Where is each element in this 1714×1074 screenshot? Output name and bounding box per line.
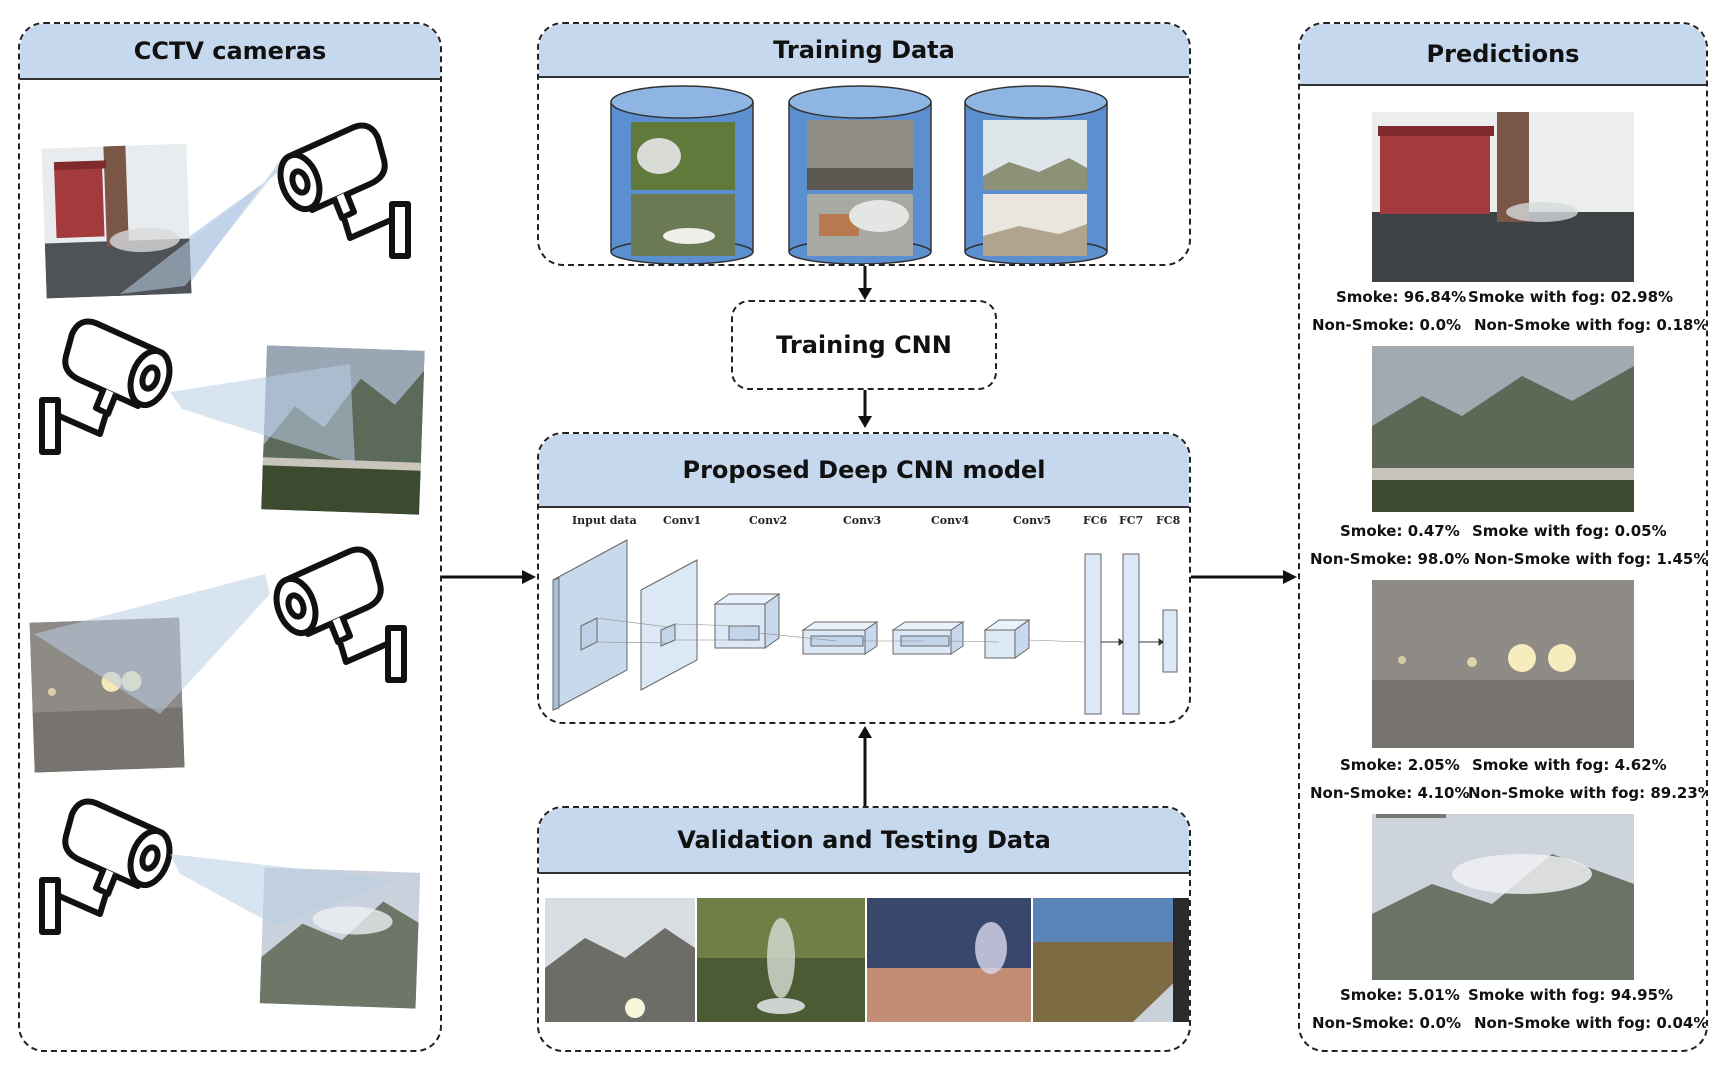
arrow-cctv-to-model [442, 570, 536, 584]
cctv-image-fog-car [29, 617, 185, 773]
training-data-panel: Training Data [537, 22, 1191, 266]
prediction-1-non-smoke-fog: Non-Smoke with fog: 0.18% [1474, 316, 1708, 334]
prediction-3-smoke: Smoke: 2.05% [1340, 756, 1460, 774]
prediction-2-non-smoke: Non-Smoke: 98.0% [1310, 550, 1470, 568]
cctv-image-smoke-mountain [259, 867, 421, 1009]
predictions-panel: Predictions Smoke: 96.84% Smoke with fog… [1298, 22, 1708, 1052]
prediction-3-non-smoke: Non-Smoke: 4.10% [1310, 784, 1470, 802]
validation-title: Validation and Testing Data [539, 808, 1189, 874]
prediction-image-2 [1372, 346, 1634, 512]
cnn-model-panel: Proposed Deep CNN model Input data Conv1… [537, 432, 1191, 724]
layer-label-conv4: Conv4 [931, 514, 970, 527]
training-data-title: Training Data [539, 24, 1189, 78]
training-cnn-box: Training CNN [731, 300, 997, 390]
arrow-validation-to-model [858, 726, 872, 806]
prediction-2-smoke-fog: Smoke with fog: 0.05% [1472, 522, 1667, 540]
cctv-camera-icon-1 [277, 122, 411, 259]
cctv-panel: CCTV cameras [18, 22, 442, 1052]
prediction-4-smoke: Smoke: 5.01% [1340, 986, 1460, 1004]
predictions-title: Predictions [1300, 24, 1706, 86]
prediction-2-non-smoke-fog: Non-Smoke with fog: 1.45% [1474, 550, 1708, 568]
data-cylinder-3 [964, 85, 1108, 264]
layer-label-conv3: Conv3 [843, 514, 882, 527]
validation-image-2 [697, 898, 865, 1022]
prediction-3-non-smoke-fog: Non-Smoke with fog: 89.23% [1468, 784, 1708, 802]
prediction-image-4 [1372, 814, 1634, 980]
layer-label-conv2: Conv2 [749, 514, 788, 527]
training-cnn-label: Training CNN [776, 331, 952, 359]
data-cylinder-1 [610, 85, 754, 264]
validation-image-4 [1033, 898, 1189, 1022]
cctv-camera-icon-2 [39, 318, 173, 455]
cctv-camera-icon-3 [273, 546, 407, 683]
prediction-image-3 [1372, 580, 1634, 748]
prediction-2-smoke: Smoke: 0.47% [1340, 522, 1460, 540]
cctv-panel-title: CCTV cameras [20, 24, 440, 80]
cctv-image-mountains [261, 345, 425, 515]
arrow-training-to-model [858, 390, 872, 428]
cnn-architecture-diagram [552, 539, 1178, 715]
layer-label-conv1: Conv1 [663, 514, 702, 527]
prediction-1-non-smoke: Non-Smoke: 0.0% [1312, 316, 1462, 334]
validation-image-1 [545, 898, 695, 1022]
prediction-4-smoke-fog: Smoke with fog: 94.95% [1468, 986, 1674, 1004]
validation-image-3 [867, 898, 1031, 1022]
validation-panel: Validation and Testing Data [537, 806, 1191, 1052]
prediction-1-smoke-fog: Smoke with fog: 02.98% [1468, 288, 1674, 306]
layer-label-input: Input data [572, 514, 637, 527]
layer-label-conv5: Conv5 [1013, 514, 1052, 527]
prediction-1-smoke: Smoke: 96.84% [1336, 288, 1467, 306]
prediction-3-smoke-fog: Smoke with fog: 4.62% [1472, 756, 1667, 774]
cctv-image-dumpster [41, 143, 192, 299]
prediction-4-non-smoke: Non-Smoke: 0.0% [1312, 1014, 1462, 1032]
prediction-image-1 [1372, 112, 1634, 282]
data-cylinder-2 [788, 85, 932, 264]
arrow-data-to-training [858, 266, 872, 300]
prediction-4-non-smoke-fog: Non-Smoke with fog: 0.04% [1474, 1014, 1708, 1032]
cctv-camera-icon-4 [39, 798, 173, 935]
layer-label-fc7: FC7 [1119, 514, 1144, 527]
training-data-cylinders [610, 85, 1108, 264]
cnn-model-title: Proposed Deep CNN model [539, 434, 1189, 508]
layer-label-fc6: FC6 [1083, 514, 1108, 527]
layer-label-fc8: FC8 [1156, 514, 1181, 527]
arrow-model-to-predictions [1191, 570, 1297, 584]
